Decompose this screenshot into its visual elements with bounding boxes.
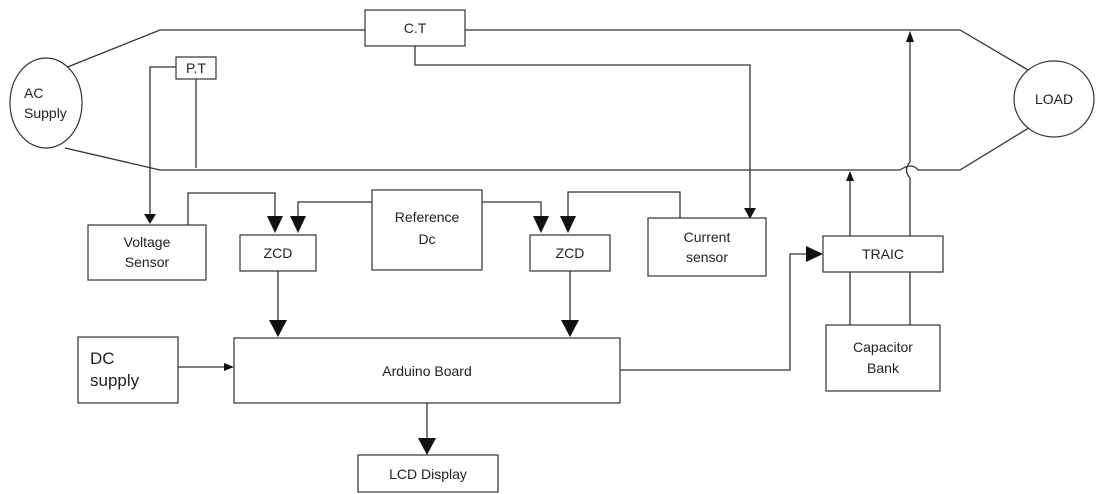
voltage-sensor-block: Voltage Sensor	[87, 224, 207, 281]
pt-label: P.T	[186, 60, 206, 76]
lcd-display-label: LCD Display	[389, 466, 467, 482]
arduino-board-label: Arduino Board	[382, 363, 472, 379]
arduino-board-block: Arduino Board	[233, 337, 621, 404]
current-sensor-label-line1: Current	[684, 229, 731, 245]
reference-dc-label-line1: Reference	[395, 209, 460, 225]
arrow-traic-to-line	[846, 171, 854, 181]
dc-supply-block: DC supply	[77, 336, 179, 404]
arrow-pt-to-voltage-sensor	[144, 214, 156, 224]
pt-to-voltage-sensor-wire	[149, 66, 176, 216]
arrow-zcd-right-to-arduino	[561, 320, 579, 337]
ac-supply-label-line1: AC	[24, 85, 43, 101]
traic-label: TRAIC	[862, 246, 904, 262]
arrow-zcd-left-to-arduino	[269, 320, 287, 337]
current-sensor-block: Current sensor	[647, 217, 767, 277]
arrow-reference-to-zcd-left	[290, 216, 306, 233]
arrow-arduino-to-traic	[806, 246, 823, 262]
load: LOAD	[1013, 60, 1095, 138]
arduino-to-traic-wire	[620, 253, 808, 371]
voltage-sensor-label-line1: Voltage	[124, 234, 171, 250]
dc-supply-label-line2: supply	[90, 371, 140, 390]
current-sensor-label-line2: sensor	[686, 249, 728, 265]
capacitor-bank-label-line2: Bank	[867, 360, 900, 376]
load-label: LOAD	[1035, 91, 1073, 107]
arrow-dc-supply-to-arduino	[224, 363, 234, 371]
arrow-voltage-sensor-to-zcd	[267, 216, 283, 233]
ac-supply-label-line2: Supply	[24, 105, 67, 121]
reference-dc-block: Reference Dc	[371, 189, 483, 271]
capacitor-bank-label-line1: Capacitor	[853, 339, 913, 355]
dc-supply-label-line1: DC	[90, 349, 115, 368]
traic-block: TRAIC	[822, 235, 944, 273]
ct-to-current-sensor-wire	[414, 46, 751, 210]
ct-label: C.T	[404, 20, 427, 36]
zcd-right-block: ZCD	[529, 234, 611, 272]
pt-block: P.T	[175, 56, 217, 80]
ac-supply: AC Supply	[9, 57, 83, 149]
voltage-sensor-label-line2: Sensor	[125, 254, 170, 270]
arrow-current-sensor-to-zcd	[560, 216, 576, 233]
ct-block: C.T	[364, 9, 466, 47]
zcd-left-label: ZCD	[264, 245, 293, 261]
arrow-reference-to-zcd-right	[533, 216, 549, 233]
capacitor-bank-block: Capacitor Bank	[825, 324, 941, 392]
arrow-traic-to-top-line	[906, 31, 914, 42]
arrow-arduino-to-lcd	[418, 438, 436, 455]
lcd-display-block: LCD Display	[357, 454, 499, 493]
reference-dc-label-line2: Dc	[418, 231, 435, 247]
zcd-right-label: ZCD	[556, 245, 585, 261]
power-lines	[64, 29, 1046, 171]
zcd-left-block: ZCD	[239, 234, 317, 272]
arrow-ct-to-current-sensor	[744, 208, 756, 219]
